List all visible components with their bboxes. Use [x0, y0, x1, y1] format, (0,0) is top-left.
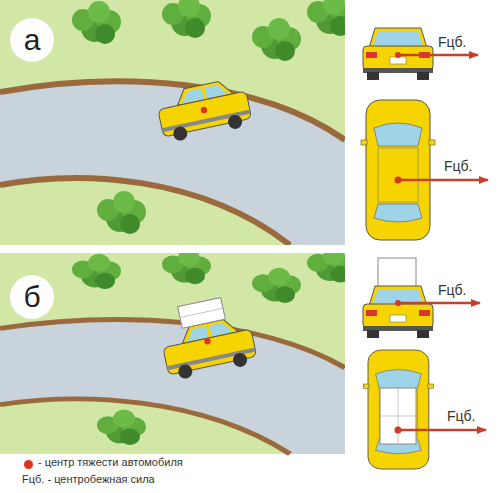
legend-swatch — [24, 460, 33, 469]
legend-text: Fцб. - центробежная сила — [22, 473, 155, 485]
panel-letter: а — [10, 18, 54, 62]
force-label: Fцб. — [438, 282, 466, 298]
force-label: Fцб. — [444, 158, 472, 174]
force-label: Fцб. — [447, 408, 475, 424]
panel-letter: б — [10, 275, 54, 319]
force-label: Fцб. — [438, 34, 466, 50]
legend-text: - центр тяжести автомобиля — [38, 456, 183, 468]
